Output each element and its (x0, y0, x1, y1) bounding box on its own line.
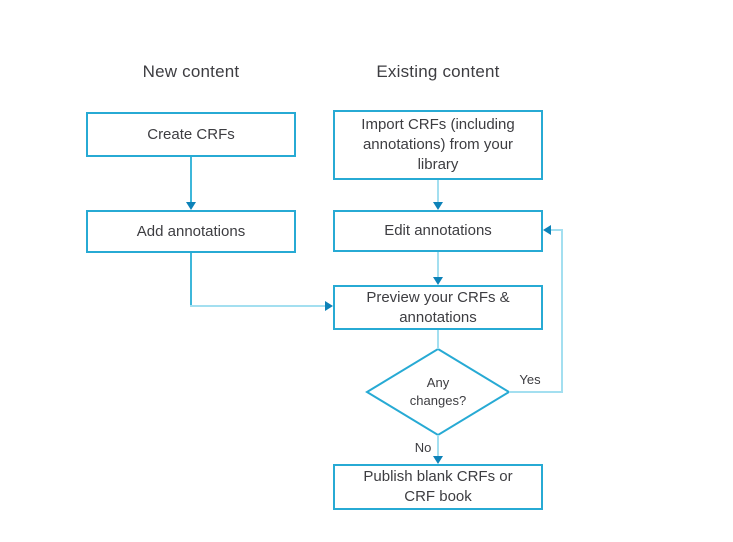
node-any-changes-decision: Any changes? (364, 346, 512, 438)
connector-yes-loop-top (551, 229, 563, 231)
arrowhead-edit-to-preview (433, 277, 443, 285)
connector-yes-loop-vertical (561, 229, 563, 393)
connector-import-to-edit (437, 180, 439, 203)
node-create-crfs-label: Create CRFs (147, 125, 235, 143)
connector-edit-to-preview (437, 252, 439, 278)
node-add-annotations: Add annotations (86, 210, 296, 253)
node-publish-crfs-label: Publish blank CRFs or CRF book (363, 468, 513, 505)
edge-label-no: No (414, 440, 432, 455)
connector-add-to-preview-vertical (190, 253, 192, 307)
connector-add-to-preview-horizontal (190, 305, 325, 307)
node-add-annotations-label: Add annotations (136, 222, 246, 240)
node-import-crfs-label: Import CRFs (including annotations) from… (361, 116, 515, 173)
column-header-new-content: New content (142, 62, 240, 81)
arrowhead-create-to-add (186, 202, 196, 210)
arrowhead-decision-to-publish (433, 456, 443, 464)
connector-decision-to-publish (437, 435, 439, 457)
connector-create-to-add (190, 157, 192, 202)
node-publish-crfs: Publish blank CRFs or CRF book (333, 464, 543, 510)
node-preview-crfs-label: Preview your CRFs & annotations (366, 288, 510, 326)
arrowhead-add-to-preview (325, 301, 333, 311)
arrowhead-yes-loop-to-edit (543, 225, 551, 235)
node-preview-crfs: Preview your CRFs & annotations (333, 285, 543, 330)
connector-yes-loop-bottom (509, 391, 563, 393)
edge-label-yes: Yes (519, 372, 541, 387)
node-create-crfs: Create CRFs (86, 112, 296, 157)
node-any-changes-label: Any changes? (409, 375, 467, 408)
node-edit-annotations: Edit annotations (333, 210, 543, 252)
arrowhead-import-to-edit (433, 202, 443, 210)
connector-preview-to-decision (437, 330, 439, 349)
node-import-crfs: Import CRFs (including annotations) from… (333, 110, 543, 180)
node-edit-annotations-label: Edit annotations (384, 222, 492, 240)
column-header-existing-content: Existing content (376, 62, 500, 81)
